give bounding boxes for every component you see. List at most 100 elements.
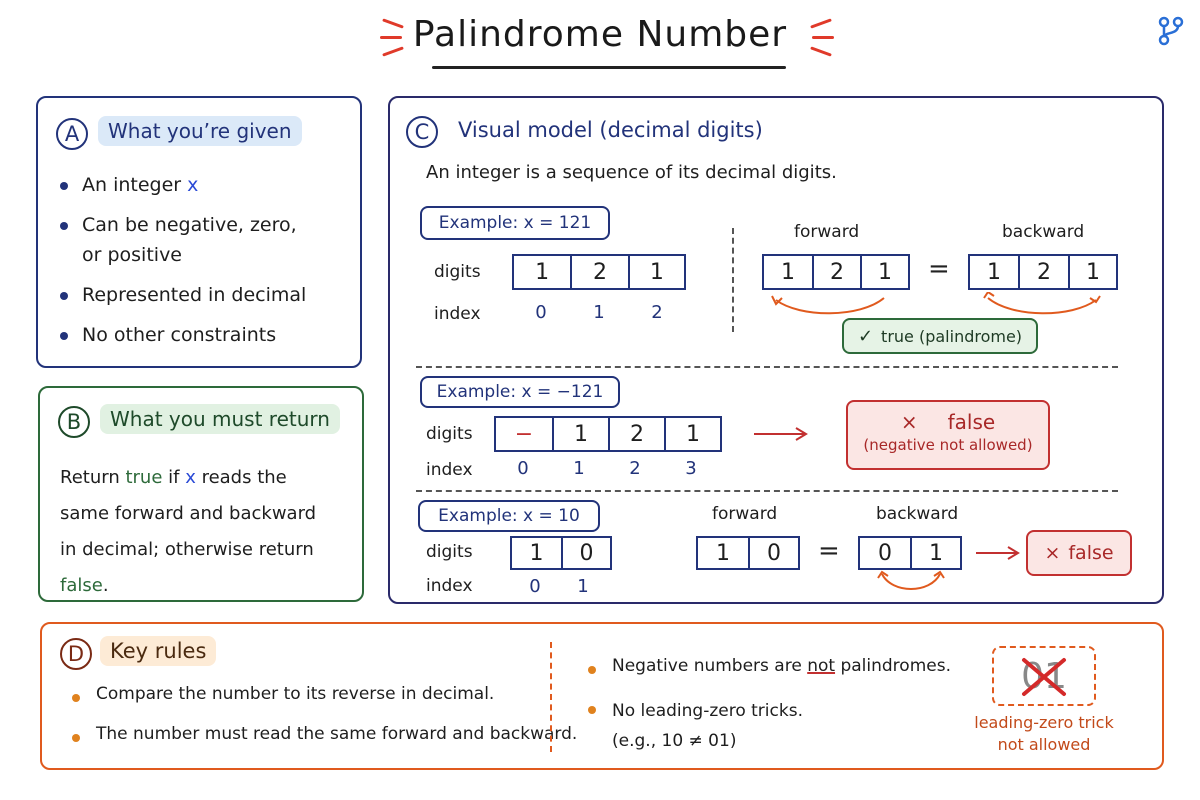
result-badge-false-negative: ×false (negative not allowed) <box>846 400 1050 470</box>
bullet <box>60 332 68 340</box>
digit-cell: 1 <box>627 256 684 288</box>
backward-row-121: 1 2 1 <box>968 254 1118 290</box>
leading-zero-trick-box: 01 <box>992 646 1096 706</box>
index-value: 2 <box>629 458 641 479</box>
false-keyword: false <box>60 575 103 596</box>
digit-cell: 1 <box>716 540 730 566</box>
digit-cell: 2 <box>570 256 627 288</box>
spark-line <box>812 36 834 39</box>
digit-cell: 0 <box>748 538 798 568</box>
divider-horizontal <box>416 490 1118 492</box>
reverse-arrow-icon <box>877 570 945 590</box>
given-item-integer: An integer x <box>82 174 199 196</box>
panel-b-heading: What you must return <box>100 404 340 434</box>
panel-given: A What you’re given An integer x Can be … <box>36 96 362 368</box>
bullet <box>60 222 68 230</box>
section-letter-c: C <box>406 116 438 148</box>
index-value: 1 <box>573 458 585 479</box>
bullet <box>588 706 596 714</box>
rule-negative: Negative numbers are not palindromes. <box>612 656 951 676</box>
digit-cell: 0 <box>878 540 892 566</box>
bullet <box>72 734 80 742</box>
reverse-arrow-icon <box>771 295 885 315</box>
index-value: 1 <box>577 576 589 597</box>
forward-label: forward <box>712 504 778 524</box>
index-label: index <box>434 304 481 324</box>
example-10-label: Example: x = 10 <box>418 500 600 532</box>
equals-sign: = <box>818 536 840 566</box>
forward-label: forward <box>794 222 860 242</box>
cross-icon: × <box>1044 542 1061 564</box>
panel-a-heading: What you’re given <box>98 116 302 146</box>
page-title: Palindrome Number <box>412 14 788 55</box>
bullet <box>72 694 80 702</box>
panel-d-heading: Key rules <box>100 636 217 666</box>
index-label: index <box>426 576 473 596</box>
section-letter-d: D <box>60 638 92 670</box>
title-underline <box>432 66 786 69</box>
var-x: x <box>185 467 196 488</box>
digit-cell: 0 <box>561 538 610 568</box>
trick-caption: leading-zero trick not allowed <box>974 713 1114 754</box>
cross-icon: × <box>900 410 918 434</box>
reverse-arrow-icon <box>983 292 1101 315</box>
given-item-sign: Can be negative, zero, or positive <box>82 214 297 266</box>
forward-row-10: 1 0 <box>696 536 800 570</box>
digit-cell: 1 <box>860 256 908 288</box>
index-value: 0 <box>517 458 529 479</box>
digits-label: digits <box>434 262 481 282</box>
index-value: 0 <box>535 302 547 323</box>
given-item-constraints: No other constraints <box>82 324 277 346</box>
digit-cell: 2 <box>608 418 664 450</box>
example-121-label: Example: x = 121 <box>420 206 610 240</box>
digit-cell: 1 <box>910 538 960 568</box>
digit-cell: 1 <box>987 259 1001 285</box>
digit-cell: 1 <box>552 418 608 450</box>
panel-key-rules: D Key rules Compare the number to its re… <box>40 622 1164 770</box>
backward-label: backward <box>876 504 959 524</box>
arrow-right-icon <box>754 427 808 441</box>
index-value: 0 <box>529 576 541 597</box>
digit-cell: 2 <box>1018 256 1068 288</box>
panel-return: B What you must return Return true if x … <box>38 386 364 602</box>
true-keyword: true <box>125 467 163 488</box>
branch-icon[interactable] <box>1156 16 1186 46</box>
example-neg121-label: Example: x = −121 <box>420 376 620 408</box>
strike-x-icon <box>1022 658 1066 696</box>
bullet <box>60 292 68 300</box>
divider-vertical <box>550 642 552 752</box>
divider-horizontal <box>416 366 1118 368</box>
var-x: x <box>187 174 199 196</box>
panel-visual-model: C Visual model (decimal digits) An integ… <box>388 96 1164 604</box>
result-badge-false-10: ×false <box>1026 530 1132 576</box>
spark-line <box>380 36 402 39</box>
check-icon: ✓ <box>857 325 874 347</box>
equals-sign: = <box>928 254 950 284</box>
given-item-decimal: Represented in decimal <box>82 284 307 306</box>
digit-cell: 1 <box>529 540 544 566</box>
minus-cell: − <box>514 421 534 447</box>
bullet <box>588 666 596 674</box>
digit-cell: 2 <box>812 256 860 288</box>
divider-vertical <box>732 228 734 332</box>
digit-row-neg121: − 1 2 1 <box>494 416 722 452</box>
index-value: 1 <box>593 302 605 323</box>
rule-compare: Compare the number to its reverse in dec… <box>96 684 495 704</box>
return-description: Return true if x reads the same forward … <box>60 467 317 596</box>
backward-label: backward <box>1002 222 1085 242</box>
rule-leading-zero: No leading-zero tricks. (e.g., 10 ≠ 01) <box>612 701 803 751</box>
index-value: 2 <box>651 302 663 323</box>
digit-row-10: 1 0 <box>510 536 612 570</box>
forward-row-121: 1 2 1 <box>762 254 910 290</box>
digit-cell: 1 <box>664 418 720 450</box>
not-emphasis: not <box>807 656 836 676</box>
section-letter-a: A <box>56 118 88 150</box>
panel-c-heading: Visual model (decimal digits) <box>458 118 763 142</box>
result-badge-true: ✓true (palindrome) <box>842 318 1038 354</box>
digit-cell: 1 <box>781 259 795 285</box>
panel-c-intro: An integer is a sequence of its decimal … <box>426 162 837 183</box>
bullet <box>60 182 68 190</box>
arrow-right-icon <box>976 546 1020 560</box>
section-letter-b: B <box>58 406 90 438</box>
digit-cell: 1 <box>1068 256 1116 288</box>
